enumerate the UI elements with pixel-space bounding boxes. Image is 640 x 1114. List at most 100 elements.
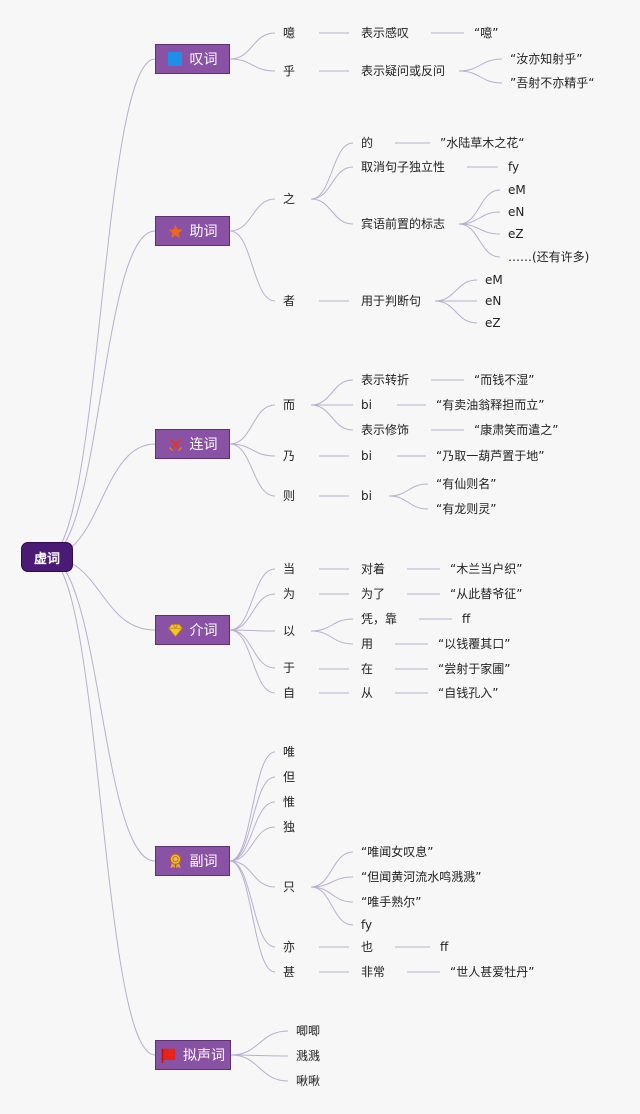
level1-to-level2-line [310,851,354,888]
level2-term[interactable]: fy [361,918,373,932]
level3-example[interactable]: eN [508,205,525,219]
level3-example[interactable]: ff [462,612,471,626]
category-label: 连词 [189,437,218,453]
level2-term[interactable]: “唯闻女叹息” [361,845,434,859]
level3-example[interactable]: eN [485,294,502,308]
level1-word[interactable]: 噫 [283,26,296,40]
level1-word[interactable]: 而 [283,398,296,412]
level3-example[interactable]: “以钱覆其口” [438,637,511,651]
level3-example[interactable]: “木兰当户织” [450,562,523,576]
category-node-conjunction[interactable]: 连词 [155,429,230,459]
level2-term[interactable]: 用于判断句 [361,294,422,308]
level1-word[interactable]: 独 [283,820,296,834]
level3-example[interactable]: eZ [485,316,501,330]
level3-example[interactable]: “有卖油翁释担而立” [436,398,545,412]
level2-term[interactable]: 用 [361,637,374,651]
level2-to-level3-line [458,189,501,225]
level1-word[interactable]: 啾啾 [296,1074,321,1088]
level1-word[interactable]: 乎 [283,64,296,78]
level3-example[interactable]: ”水陆草木之花“ [440,136,525,150]
level2-term[interactable]: bi [361,398,372,412]
level1-to-level2-line [310,404,354,431]
root-node[interactable]: 虚词 [21,542,73,572]
level3-example[interactable]: ”吾射不亦精乎“ [510,76,595,90]
level3-example[interactable]: ……(还有许多) [508,250,590,264]
level1-word[interactable]: 只 [283,880,296,894]
category-branch-line [229,568,276,631]
level3-example[interactable]: “而钱不湿” [474,373,535,387]
category-branch-line [229,801,276,862]
category-branch-line [229,230,276,302]
level2-term[interactable]: bi [361,489,372,503]
root-to-category-line [46,556,156,862]
level3-example[interactable]: “有仙则名” [436,477,497,491]
level3-example[interactable]: “自钱孔入” [438,686,499,700]
category-node-preposition[interactable]: 介词 [155,615,230,645]
level2-term[interactable]: 从 [361,686,374,700]
level1-word[interactable]: 唯 [283,745,296,759]
level2-term[interactable]: bi [361,449,372,463]
root-to-category-line [46,230,156,558]
level1-word[interactable]: 自 [283,686,296,700]
level2-term[interactable]: 宾语前置的标志 [361,217,446,231]
level2-term[interactable]: 表示疑问或反问 [361,64,446,78]
level1-word[interactable]: 但 [283,770,296,784]
level3-example[interactable]: “噫” [474,26,499,40]
level1-word[interactable]: 溅溅 [296,1049,321,1063]
level1-word[interactable]: 唧唧 [296,1024,321,1038]
level3-example[interactable]: “有龙则灵” [436,502,497,516]
level1-word[interactable]: 者 [283,294,296,308]
level1-to-level2-line [310,166,354,200]
level1-word[interactable]: 当 [283,562,296,576]
level3-example[interactable]: eM [485,273,503,287]
level3-example[interactable]: “从此替爷征” [450,587,523,601]
level2-term[interactable]: “但闻黄河流水鸣溅溅” [361,870,482,884]
level2-term[interactable]: 对着 [361,562,386,576]
category-label: 叹词 [189,52,218,68]
category-branch-line [229,776,276,862]
level2-term[interactable]: 表示修饰 [361,423,410,437]
level3-example[interactable]: “乃取一葫芦置于地” [436,449,545,463]
level2-term[interactable]: 表示转折 [361,373,410,387]
level1-word[interactable]: 为 [283,587,296,601]
level3-example[interactable]: “汝亦知射乎” [510,52,583,66]
level2-term[interactable]: 取消句子独立性 [361,160,446,174]
category-branch-line [229,443,276,457]
level3-example[interactable]: eM [508,183,526,197]
level2-term[interactable]: 在 [361,662,374,676]
category-node-adverb[interactable]: 副词 [155,846,230,876]
category-node-onomatopoeia[interactable]: 拟声词 [155,1040,231,1070]
level3-example[interactable]: eZ [508,227,524,241]
level1-word[interactable]: 乃 [283,449,296,463]
level2-term[interactable]: 非常 [361,965,386,979]
level1-word[interactable]: 则 [283,489,296,503]
level3-example[interactable]: ff [440,940,449,954]
category-branch-line [229,404,276,445]
category-node-particle[interactable]: 助词 [155,216,230,246]
level1-word[interactable]: 以 [283,624,296,638]
level2-term[interactable]: 也 [361,940,374,954]
level2-term[interactable]: 的 [361,136,374,150]
category-branch-line [229,860,276,888]
level2-to-level3-line [458,211,501,225]
level3-example[interactable]: fy [508,160,520,174]
category-branch-line [229,32,276,60]
category-label: 介词 [189,623,218,639]
level3-example[interactable]: “康肃笑而遣之” [474,423,559,437]
level1-word[interactable]: 亦 [283,940,296,954]
level1-word[interactable]: 于 [283,661,296,675]
level3-example[interactable]: “尝射于家圃” [438,662,511,676]
level1-word[interactable]: 之 [283,192,296,206]
level2-term[interactable]: “唯手熟尔” [361,895,422,909]
level2-term[interactable]: 为了 [361,587,386,601]
level2-term[interactable]: 凭，靠 [361,612,398,626]
level1-word[interactable]: 惟 [283,795,296,809]
level2-term[interactable]: 表示感叹 [361,26,410,40]
category-node-interjection[interactable]: 叹词 [155,44,230,74]
category-label: 助词 [189,224,218,240]
level2-to-level3-line [458,70,503,84]
red-flag-icon [161,1048,176,1063]
level3-example[interactable]: “世人甚爱牡丹” [450,965,535,979]
level1-word[interactable]: 甚 [283,965,296,979]
